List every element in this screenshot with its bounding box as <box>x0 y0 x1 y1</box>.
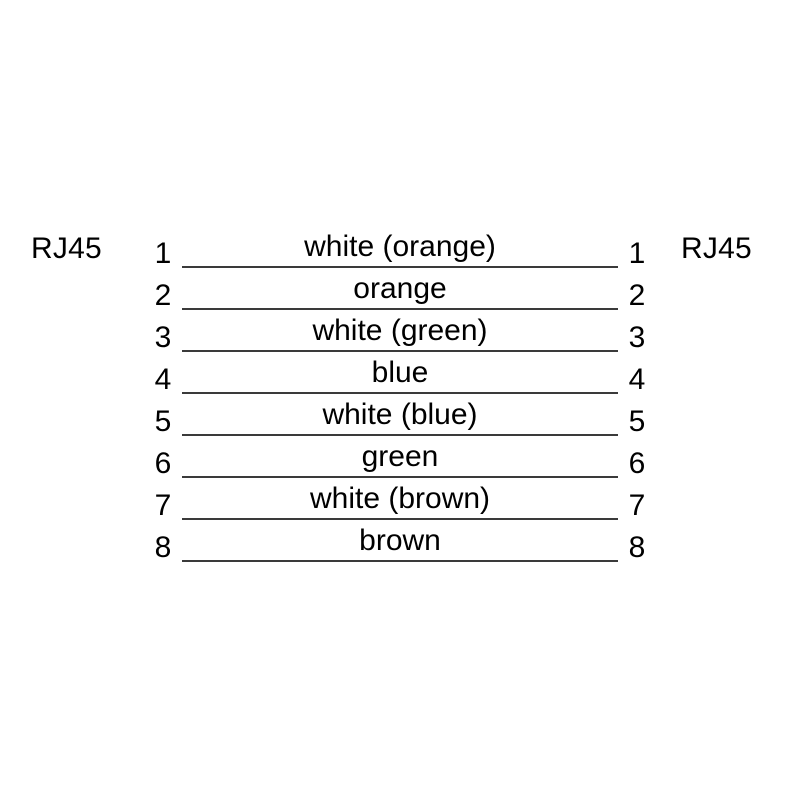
wire-label: white (green) <box>312 314 488 347</box>
wire-line <box>182 560 618 562</box>
connector-label-left: RJ45 <box>31 232 102 265</box>
pin-number-right: 6 <box>628 447 646 480</box>
pin-number-right: 3 <box>628 321 646 354</box>
wire-label: white (blue) <box>322 398 478 431</box>
wire-line <box>182 266 618 268</box>
wire-label: green <box>361 440 439 473</box>
pin-number-left: 1 <box>154 237 172 270</box>
wire-line <box>182 350 618 352</box>
pin-number-left: 7 <box>154 489 172 522</box>
pin-number-left: 4 <box>154 363 172 396</box>
wire-label: white (brown) <box>309 482 491 515</box>
pin-number-right: 5 <box>628 405 646 438</box>
pin-number-left: 3 <box>154 321 172 354</box>
pin-number-left: 5 <box>154 405 172 438</box>
wire-line <box>182 308 618 310</box>
pin-number-left: 2 <box>154 279 172 312</box>
pin-number-right: 2 <box>628 279 646 312</box>
pin-number-left: 8 <box>154 531 172 564</box>
wire-label: white (orange) <box>304 230 496 263</box>
wire-line <box>182 434 618 436</box>
wire-label: orange <box>353 272 447 305</box>
wire-line <box>182 476 618 478</box>
pin-number-right: 8 <box>628 531 646 564</box>
pin-number-right: 1 <box>628 237 646 270</box>
wire-label: brown <box>359 524 441 557</box>
wire-line <box>182 518 618 520</box>
wire-line <box>182 392 618 394</box>
pin-number-right: 7 <box>628 489 646 522</box>
pin-number-left: 6 <box>154 447 172 480</box>
pin-number-right: 4 <box>628 363 646 396</box>
wire-label: blue <box>371 356 429 389</box>
connector-label-right: RJ45 <box>681 232 752 265</box>
